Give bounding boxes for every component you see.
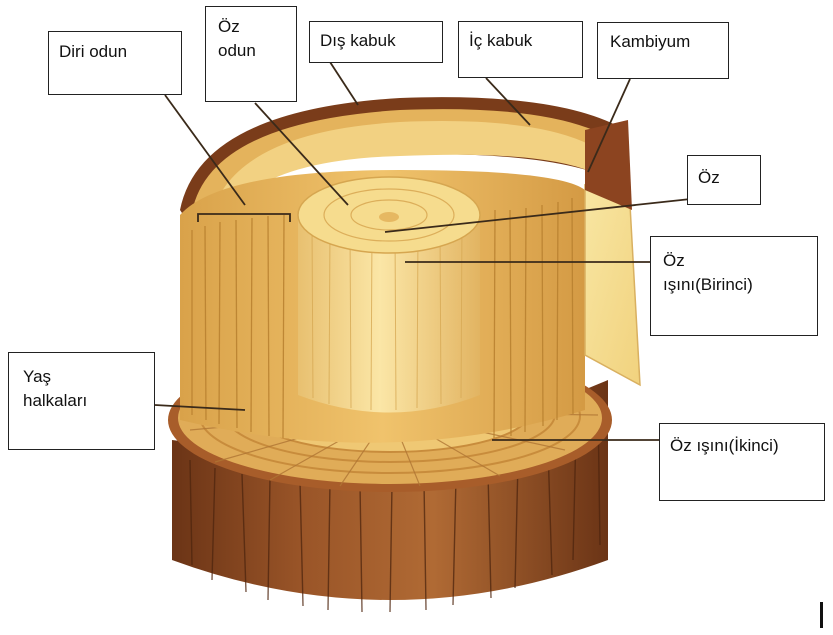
label-oz: Öz bbox=[687, 155, 761, 205]
label-kambiyum: Kambiyum bbox=[597, 22, 729, 79]
label-oz-isini-birinci-line1: Öz bbox=[663, 249, 805, 273]
label-oz-isini-birinci-line2: ışını(Birinci) bbox=[663, 273, 805, 297]
label-yas-halkalari: Yaş halkaları bbox=[8, 352, 155, 450]
label-oz-text: Öz bbox=[698, 166, 750, 190]
label-dis-kabuk-text: Dış kabuk bbox=[320, 29, 432, 53]
label-oz-isini-birinci: Öz ışını(Birinci) bbox=[650, 236, 818, 336]
leader-dis-kabuk bbox=[330, 62, 358, 105]
label-oz-odun-line1: Öz bbox=[218, 15, 284, 39]
label-ic-kabuk: İç kabuk bbox=[458, 21, 583, 78]
label-oz-odun-line2: odun bbox=[218, 39, 284, 63]
label-diri-odun: Diri odun bbox=[48, 31, 182, 95]
label-oz-isini-ikinci: Öz ışını(İkinci) bbox=[659, 423, 825, 501]
heartwood-cylinder bbox=[298, 177, 480, 413]
label-oz-odun: Öz odun bbox=[205, 6, 297, 102]
label-yas-halkalari-line1: Yaş bbox=[23, 365, 140, 389]
text-cursor-mark bbox=[820, 602, 823, 628]
label-oz-isini-ikinci-text: Öz ışını(İkinci) bbox=[670, 434, 814, 458]
label-diri-odun-text: Diri odun bbox=[59, 40, 171, 64]
label-dis-kabuk: Dış kabuk bbox=[309, 21, 443, 63]
label-yas-halkalari-line2: halkaları bbox=[23, 389, 140, 413]
label-kambiyum-text: Kambiyum bbox=[610, 30, 716, 54]
label-ic-kabuk-text: İç kabuk bbox=[469, 29, 572, 53]
